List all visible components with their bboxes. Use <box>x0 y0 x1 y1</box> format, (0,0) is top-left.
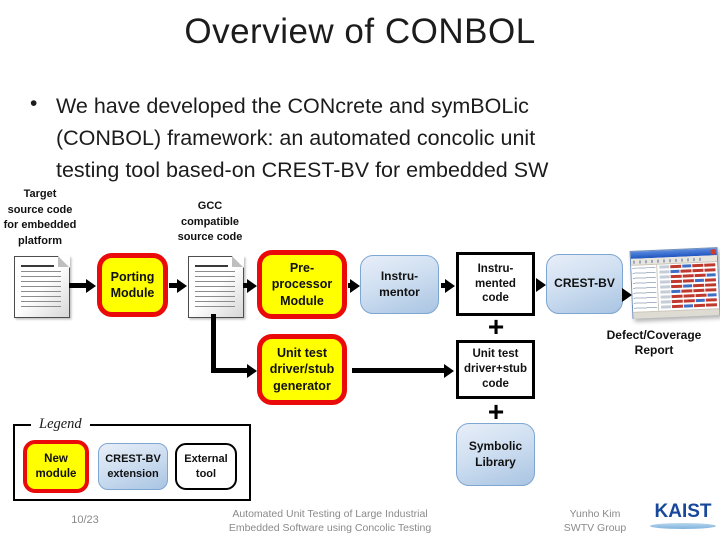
flow-arrow <box>69 283 86 288</box>
close-icon <box>710 249 716 255</box>
page-number: 10/23 <box>71 514 99 526</box>
kaist-logo-text: KAIST <box>654 501 712 522</box>
plus-sign: + <box>487 396 505 427</box>
gcc-source-document-icon <box>188 255 245 318</box>
report-screenshot-table <box>657 262 720 311</box>
report-screenshot <box>629 247 720 319</box>
legend-title: Legend <box>31 416 90 433</box>
flow-arrow <box>169 283 177 288</box>
window-tree-pane <box>631 264 660 312</box>
gcc-source-label: GCC compatible source code <box>177 200 243 243</box>
footer-author: Yunho Kim SWTV Group <box>563 508 627 534</box>
target-source-label: Target source code for embedded platform <box>3 188 77 247</box>
flow-arrow <box>352 368 444 373</box>
instrumentor-box: Instru- mentor <box>360 255 439 314</box>
plus-sign: + <box>487 311 505 342</box>
unit-test-code-box: Unit test driver+stub code <box>456 340 535 399</box>
document-text-lines <box>195 271 235 311</box>
legend: Legend New module CREST-BV extension Ext… <box>13 416 251 501</box>
symbolic-library-box: Symbolic Library <box>456 423 535 486</box>
crest-bv-box: CREST-BV <box>546 254 623 314</box>
unit-test-generator-box: Unit test driver/stub generator <box>257 334 347 405</box>
document-text-line <box>21 265 55 267</box>
instrumented-code-box: Instru- mented code <box>456 252 535 316</box>
footer-title: Automated Unit Testing of Large Industri… <box>228 508 432 534</box>
legend-new-module: New module <box>23 440 89 493</box>
flow-arrow <box>211 368 247 373</box>
flow-arrow <box>348 283 350 288</box>
page-title: Overview of CONBOL <box>184 12 536 51</box>
flow-arrow <box>243 283 247 288</box>
kaist-logo-swoosh-icon <box>650 523 716 529</box>
flow-arrowhead <box>536 278 546 292</box>
legend-external-tool: External tool <box>175 443 237 490</box>
connector-line <box>211 314 216 371</box>
flow-arrow <box>441 283 445 288</box>
flow-arrowhead <box>622 288 632 302</box>
document-text-lines <box>21 271 61 311</box>
document-text-line <box>195 265 229 267</box>
preprocessor-module-box: Pre- processor Module <box>257 250 347 319</box>
kaist-logo: KAIST <box>648 502 718 529</box>
target-source-document-icon <box>14 255 71 318</box>
bullet-text: We have developed the CONcrete and symBO… <box>56 94 549 182</box>
porting-module-box: Porting Module <box>97 253 168 317</box>
defect-report-label: Defect/Coverage Report <box>606 328 702 357</box>
legend-crest-bv-extension: CREST-BV extension <box>98 443 168 490</box>
bullet-marker: • <box>30 92 38 115</box>
